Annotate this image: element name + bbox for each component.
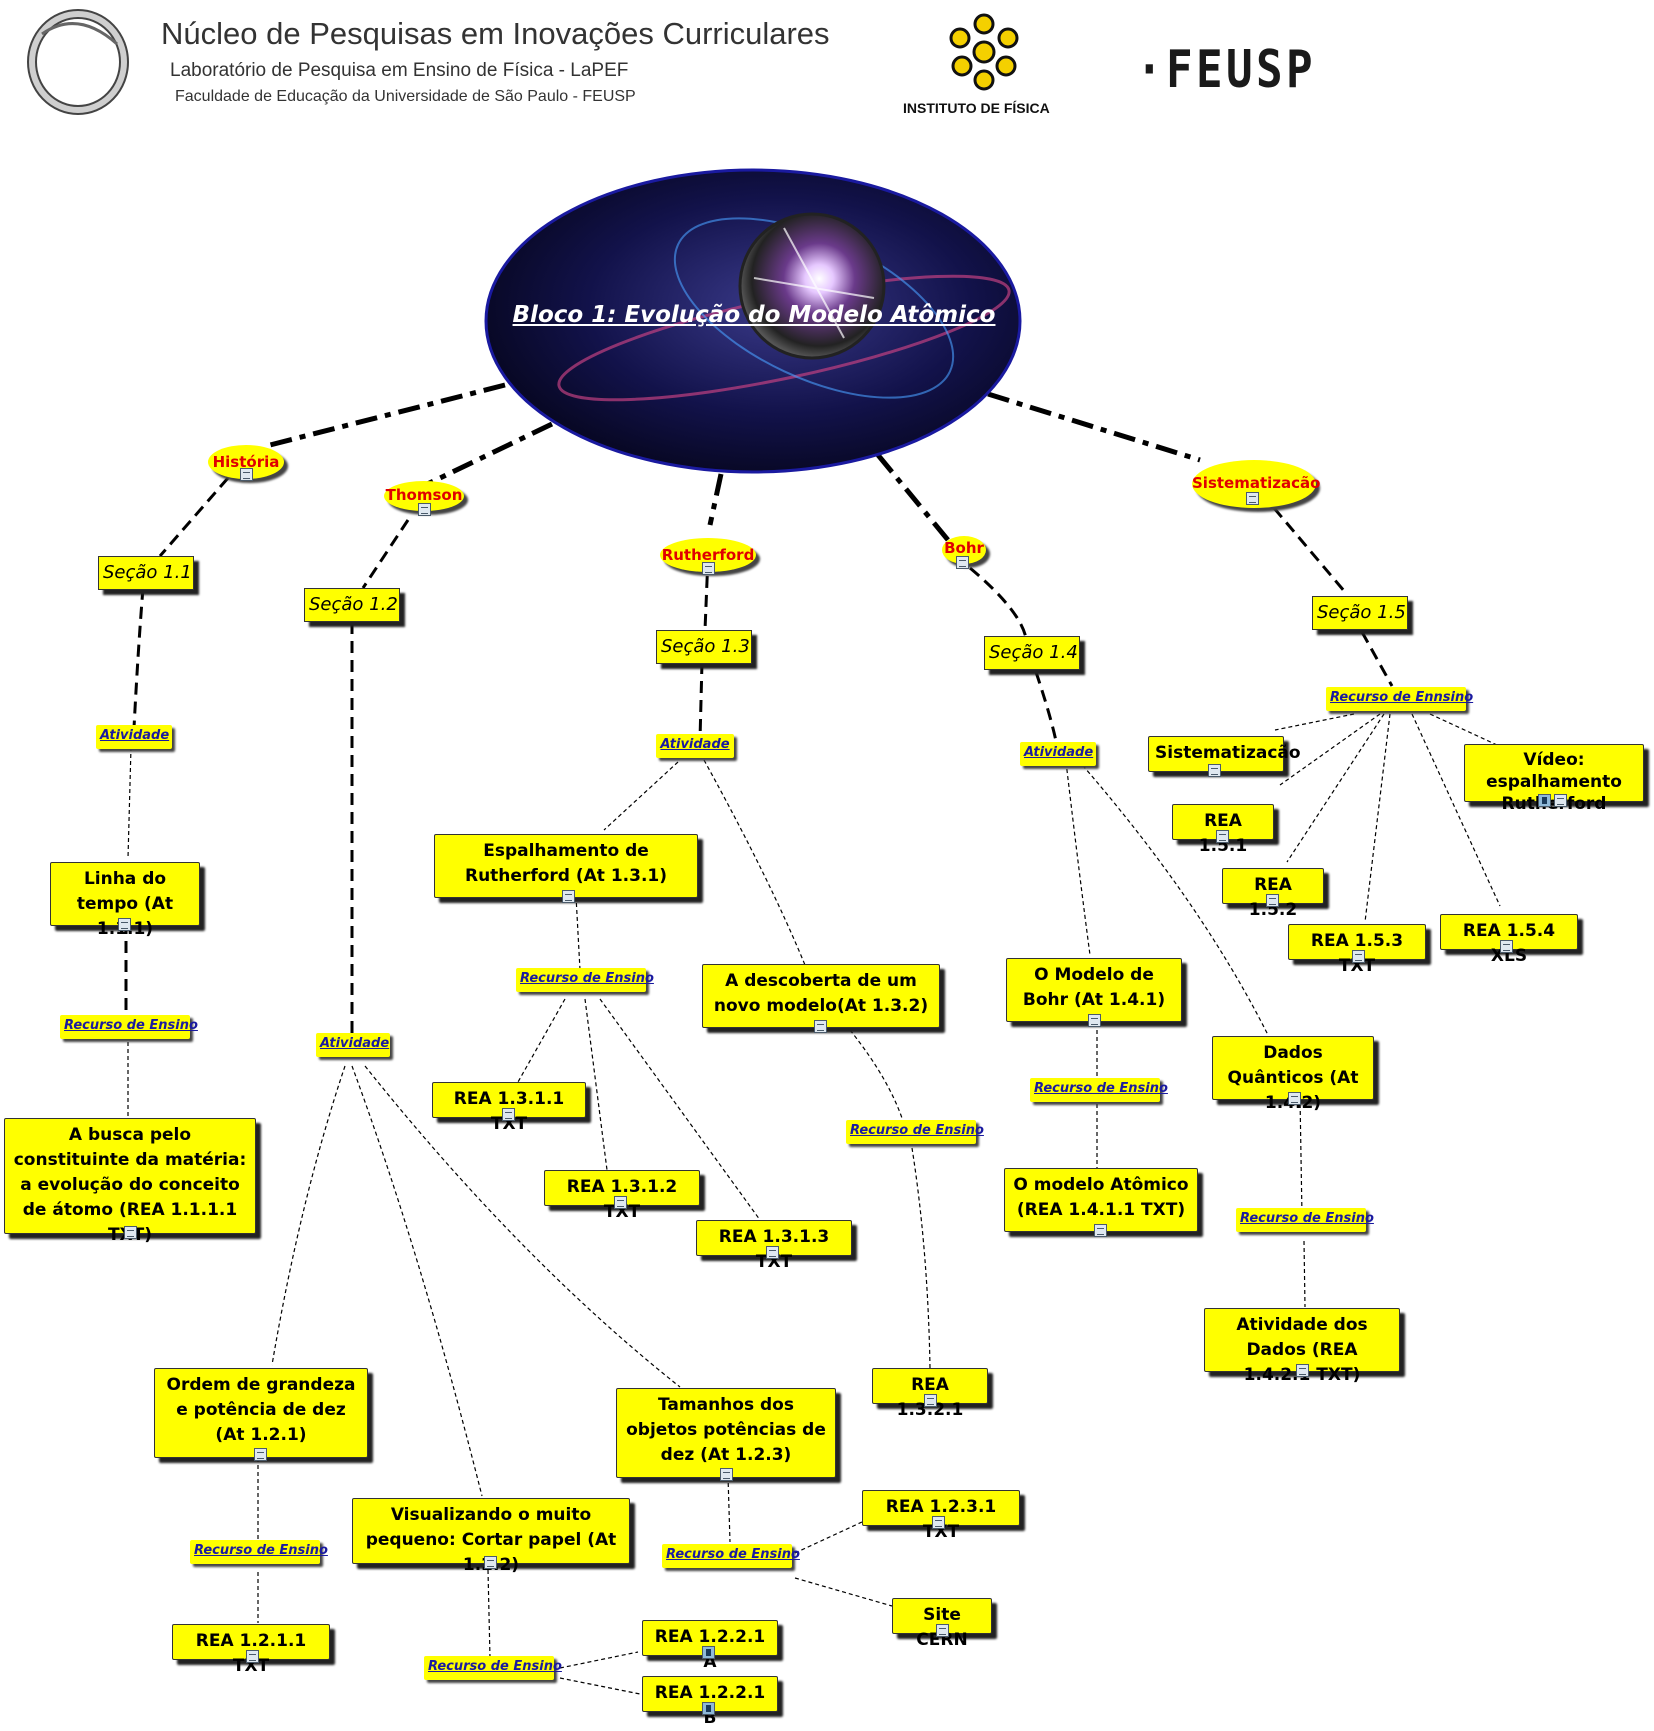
document-icon[interactable]	[814, 1020, 827, 1033]
document-icon[interactable]	[1288, 1092, 1301, 1105]
node-rea-1-5-4[interactable]: REA 1.5.4 XLS	[1440, 914, 1578, 966]
header-title: Núcleo de Pesquisas em Inovações Curricu…	[161, 16, 830, 51]
document-icon[interactable]	[1500, 940, 1513, 953]
document-icon[interactable]	[118, 918, 131, 931]
node-site-cern[interactable]: Site CERN	[892, 1598, 992, 1650]
link-atividade[interactable]: Atividade	[656, 734, 734, 758]
link-recurso-ensino[interactable]: Recurso de Ensino	[1236, 1208, 1374, 1232]
node-tamanhos-objetos[interactable]: Tamanhos dos objetos potências de dez (A…	[616, 1388, 836, 1478]
topic-historia-label: História	[212, 453, 280, 471]
section-1-1[interactable]: Seção 1.1	[98, 556, 194, 590]
node-espalhamento-rutherford[interactable]: Espalhamento de Rutherford (At 1.3.1)	[434, 834, 698, 898]
section-1-3[interactable]: Seção 1.3	[656, 630, 752, 664]
node-busca-constituinte[interactable]: A busca pelo constituinte da matéria: a …	[4, 1118, 256, 1245]
link-recurso-ensino[interactable]: Recurso de Ensino	[424, 1656, 562, 1680]
topic-rutherford[interactable]: Rutherford	[660, 538, 756, 572]
document-icon[interactable]	[484, 1556, 497, 1569]
lapef-ring-logo	[27, 9, 129, 115]
central-title: Bloco 1: Evolução do Modelo Atômico	[512, 302, 996, 328]
video-icon[interactable]	[702, 1646, 715, 1659]
node-atividade-dos-dados[interactable]: Atividade dos Dados (REA 1.4.2.1 TXT)	[1204, 1308, 1400, 1385]
node-visualizando[interactable]: Visualizando o muito pequeno: Cortar pap…	[352, 1498, 630, 1575]
document-icon[interactable]	[932, 1516, 945, 1529]
document-icon[interactable]	[720, 1468, 733, 1481]
node-rea-1-2-1-1[interactable]: REA 1.2.1.1 TXT	[172, 1624, 330, 1676]
node-modelo-de-bohr[interactable]: O Modelo de Bohr (At 1.4.1)	[1006, 958, 1182, 1022]
document-icon[interactable]	[1094, 1224, 1107, 1237]
document-icon[interactable]	[1352, 950, 1365, 963]
link-recurso-ensino[interactable]: Recurso de Ensino	[190, 1540, 328, 1564]
document-icon[interactable]	[702, 562, 715, 575]
node-modelo-atomico[interactable]: O modelo Atômico (REA 1.4.1.1 TXT)	[1004, 1168, 1198, 1232]
document-icon[interactable]	[254, 1448, 267, 1461]
document-icon[interactable]	[956, 556, 969, 569]
node-rea-1-5-1[interactable]: REA 1.5.1	[1172, 804, 1274, 856]
central-atom-image	[484, 168, 1022, 474]
link-atividade[interactable]: Atividade	[316, 1033, 390, 1057]
link-recurso-ensino[interactable]: Recurso de Ensino	[846, 1120, 984, 1144]
document-icon[interactable]	[1266, 894, 1279, 907]
topic-sistematizacao-label: Sistematizacão	[1192, 474, 1321, 492]
section-1-5[interactable]: Seção 1.5	[1312, 596, 1408, 630]
section-1-2[interactable]: Seção 1.2	[304, 588, 400, 622]
topic-bohr-label: Bohr	[944, 539, 984, 557]
document-icon[interactable]	[418, 503, 431, 516]
header-institution: Faculdade de Educação da Universidade de…	[175, 88, 636, 105]
video-icon[interactable]	[702, 1702, 715, 1715]
document-icon[interactable]	[124, 1226, 137, 1239]
instituto-fisica-label: INSTITUTO DE FÍSICA	[903, 100, 1050, 116]
node-rea-1-3-2-1[interactable]: REA 1.3.2.1	[872, 1368, 988, 1420]
node-dados-quanticos[interactable]: Dados Quânticos (At 1.4.2)	[1212, 1036, 1374, 1113]
document-icon[interactable]	[240, 468, 253, 481]
document-icon[interactable]	[924, 1394, 937, 1407]
document-icon[interactable]	[766, 1246, 779, 1259]
link-recurso-ensino[interactable]: Recurso de Ensino	[60, 1015, 198, 1039]
link-recurso-ensino[interactable]: Recurso de Ensino	[516, 968, 654, 992]
document-icon[interactable]	[502, 1108, 515, 1121]
header-subtitle: Laboratório de Pesquisa em Ensino de Fís…	[170, 60, 629, 81]
node-ordem-de-grandeza[interactable]: Ordem de grandeza e potência de dez (At …	[154, 1368, 368, 1458]
topic-rutherford-label: Rutherford	[661, 546, 755, 564]
node-descoberta-novo-modelo[interactable]: A descoberta de um novo modelo(At 1.3.2)	[702, 964, 940, 1028]
topic-thomson-label: Thomson	[385, 486, 463, 504]
document-icon[interactable]	[562, 890, 575, 903]
document-icon[interactable]	[1554, 794, 1567, 807]
topic-thomson[interactable]: Thomson	[384, 481, 464, 511]
link-atividade[interactable]: Atividade	[1020, 742, 1096, 766]
document-icon[interactable]	[1246, 492, 1259, 505]
instituto-fisica-logo	[949, 13, 1019, 91]
link-recurso-ensino[interactable]: Recurso de Ensino	[662, 1544, 800, 1568]
node-linha-do-tempo[interactable]: Linha do tempo (At 1.1.1)	[50, 862, 200, 939]
link-atividade[interactable]: Atividade	[96, 725, 172, 749]
video-icon[interactable]	[1538, 794, 1551, 807]
link-recurso-ennsino[interactable]: Recurso de Ennsino	[1326, 687, 1473, 711]
document-icon[interactable]	[1216, 830, 1229, 843]
topic-sistematizacao[interactable]: Sistematizacão	[1192, 460, 1321, 508]
link-recurso-ensino[interactable]: Recurso de Ensino	[1030, 1078, 1168, 1102]
document-icon[interactable]	[1208, 764, 1221, 777]
document-icon[interactable]	[614, 1196, 627, 1209]
topic-bohr[interactable]: Bohr	[942, 536, 986, 564]
document-icon[interactable]	[1088, 1014, 1101, 1027]
document-icon[interactable]	[936, 1624, 949, 1637]
feusp-logo: ·FEUSP	[1136, 40, 1317, 100]
section-1-4[interactable]: Seção 1.4	[984, 636, 1080, 670]
document-icon[interactable]	[1296, 1364, 1309, 1377]
document-icon[interactable]	[246, 1650, 259, 1663]
